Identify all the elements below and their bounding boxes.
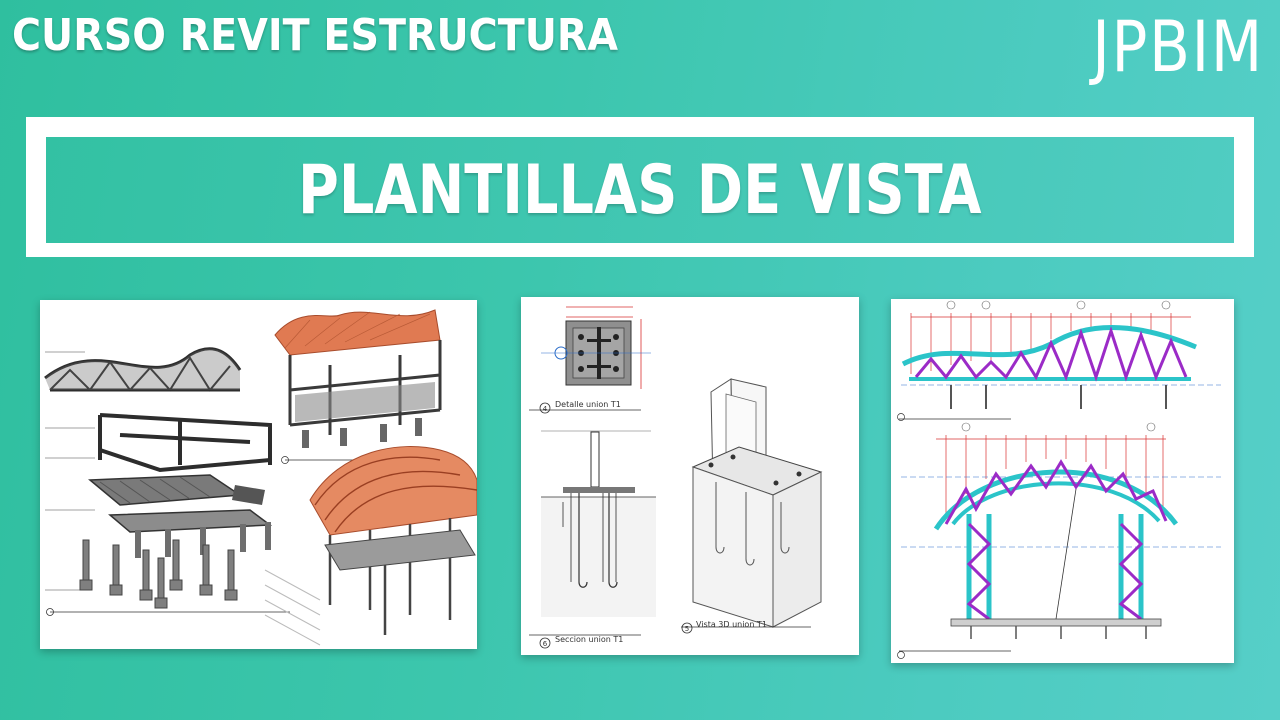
view4-number: 4 [543, 405, 548, 413]
course-title: CURSO REVIT ESTRUCTURA [12, 10, 619, 61]
view6-title: Seccion union T1 [555, 635, 623, 644]
title-banner-inner: PLANTILLAS DE VISTA [46, 137, 1234, 243]
view5-number: 5 [685, 625, 689, 633]
banner-title: PLANTILLAS DE VISTA [298, 150, 982, 230]
truss-sections-drawing [897, 300, 1221, 659]
truss-sections-image [891, 299, 1234, 663]
title-banner: PLANTILLAS DE VISTA [26, 117, 1254, 257]
brand-logo: JPBIM [1092, 6, 1264, 88]
view5-title: Vista 3D union T1 [696, 620, 767, 629]
view6-number: 6 [543, 640, 548, 648]
connection-details-image: 4 Detalle union T1 6 Seccion union T1 [521, 297, 859, 655]
connection-details-drawing: 4 Detalle union T1 6 Seccion union T1 [529, 306, 823, 649]
exploded-3d-structure-image [40, 300, 477, 649]
view4-title: Detalle union T1 [555, 400, 621, 409]
exploded-structure-drawing [44, 309, 477, 646]
